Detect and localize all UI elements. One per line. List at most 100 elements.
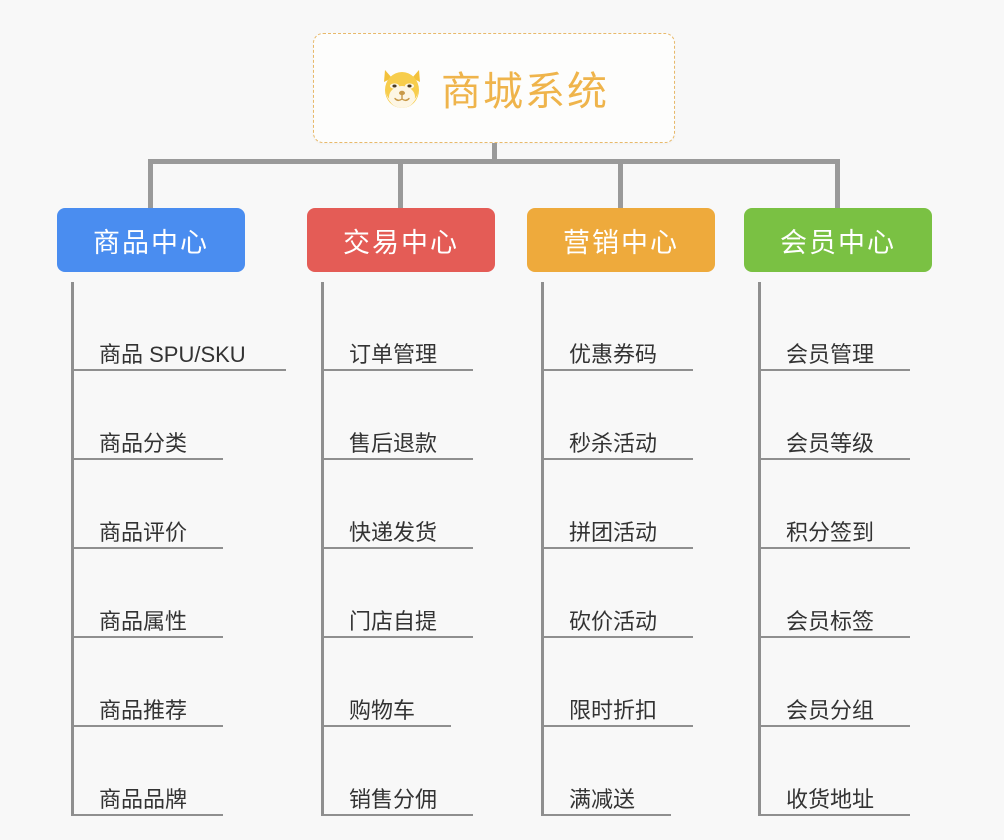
connector-bus xyxy=(148,159,840,164)
category-card-1[interactable]: 商品中心 xyxy=(57,208,245,272)
leaf-rule xyxy=(541,725,693,727)
leaf-rule xyxy=(71,369,286,371)
leaf-rule xyxy=(758,369,910,371)
leaf-label: 商品推荐 xyxy=(99,697,188,723)
leaf-label: 门店自提 xyxy=(349,608,438,634)
leaf-label: 会员管理 xyxy=(786,341,875,367)
leaf-item[interactable]: 订单管理 xyxy=(321,282,495,371)
leaf-label: 销售分佣 xyxy=(349,786,438,812)
leaf-list-1: 商品 SPU/SKU 商品分类 商品评价 商品属性 商品推荐 商品品牌 xyxy=(57,282,286,816)
leaf-label: 满减送 xyxy=(569,786,636,812)
leaf-rule xyxy=(321,725,451,727)
leaf-item[interactable]: 商品推荐 xyxy=(71,638,245,727)
leaf-item[interactable]: 满减送 xyxy=(541,727,715,816)
connector-drop-2 xyxy=(398,159,403,209)
leaf-item[interactable]: 商品分类 xyxy=(71,371,245,460)
leaf-label: 优惠券码 xyxy=(569,341,658,367)
leaf-rule xyxy=(758,725,910,727)
leaf-label: 拼团活动 xyxy=(569,519,658,545)
leaf-item[interactable]: 优惠券码 xyxy=(541,282,715,371)
leaf-rule xyxy=(541,458,693,460)
branch-column-2: 交易中心 订单管理 售后退款 快递发货 门店自提 购物车 xyxy=(307,208,495,816)
branch-column-4: 会员中心 会员管理 会员等级 积分签到 会员标签 会员分组 xyxy=(744,208,932,816)
spine-2 xyxy=(321,282,324,816)
leaf-label: 订单管理 xyxy=(349,341,438,367)
leaf-item[interactable]: 销售分佣 xyxy=(321,727,495,816)
spine-3 xyxy=(541,282,544,816)
leaf-rule xyxy=(321,369,473,371)
leaf-label: 砍价活动 xyxy=(569,608,658,634)
leaf-item[interactable]: 商品属性 xyxy=(71,549,245,638)
leaf-list-2: 订单管理 售后退款 快递发货 门店自提 购物车 销售分佣 xyxy=(307,282,495,816)
leaf-rule xyxy=(758,814,910,816)
leaf-label: 商品属性 xyxy=(99,608,188,634)
leaf-item[interactable]: 会员分组 xyxy=(758,638,932,727)
root-node[interactable]: 商城系统 xyxy=(313,33,675,143)
spine-1 xyxy=(71,282,74,816)
leaf-item[interactable]: 快递发货 xyxy=(321,460,495,549)
connector-drop-1 xyxy=(148,159,153,209)
leaf-item[interactable]: 拼团活动 xyxy=(541,460,715,549)
leaf-item[interactable]: 砍价活动 xyxy=(541,549,715,638)
leaf-list-3: 优惠券码 秒杀活动 拼团活动 砍价活动 限时折扣 满减送 xyxy=(527,282,715,816)
leaf-label: 商品分类 xyxy=(99,430,188,456)
category-label-1: 商品中心 xyxy=(93,227,209,258)
leaf-item[interactable]: 会员管理 xyxy=(758,282,932,371)
leaf-label: 商品评价 xyxy=(99,519,188,545)
leaf-label: 购物车 xyxy=(349,697,416,723)
leaf-item[interactable]: 购物车 xyxy=(321,638,495,727)
leaf-label: 快递发货 xyxy=(349,519,438,545)
leaf-item[interactable]: 售后退款 xyxy=(321,371,495,460)
category-label-2: 交易中心 xyxy=(343,227,459,258)
connector-drop-4 xyxy=(835,159,840,209)
leaf-label: 售后退款 xyxy=(349,430,438,456)
leaf-rule xyxy=(541,369,693,371)
leaf-rule xyxy=(541,547,693,549)
leaf-label: 限时折扣 xyxy=(569,697,658,723)
leaf-label: 会员等级 xyxy=(786,430,875,456)
category-label-4: 会员中心 xyxy=(780,227,896,258)
leaf-rule xyxy=(758,458,910,460)
category-label-3: 营销中心 xyxy=(563,227,679,258)
leaf-item[interactable]: 会员等级 xyxy=(758,371,932,460)
leaf-rule xyxy=(71,458,223,460)
category-card-4[interactable]: 会员中心 xyxy=(744,208,932,272)
leaf-label: 积分签到 xyxy=(786,519,875,545)
leaf-item[interactable]: 门店自提 xyxy=(321,549,495,638)
dog-face-icon xyxy=(379,64,427,112)
leaf-rule xyxy=(71,725,223,727)
leaf-item[interactable]: 积分签到 xyxy=(758,460,932,549)
leaf-rule xyxy=(541,636,693,638)
leaf-label: 收货地址 xyxy=(786,786,875,812)
leaf-label: 会员标签 xyxy=(786,608,875,634)
leaf-rule xyxy=(541,814,671,816)
leaf-item[interactable]: 收货地址 xyxy=(758,727,932,816)
leaf-rule xyxy=(71,547,223,549)
leaf-rule xyxy=(321,458,473,460)
spine-4 xyxy=(758,282,761,816)
leaf-item[interactable]: 商品评价 xyxy=(71,460,245,549)
leaf-rule xyxy=(71,814,223,816)
leaf-rule xyxy=(321,547,473,549)
leaf-item[interactable]: 秒杀活动 xyxy=(541,371,715,460)
root-title: 商城系统 xyxy=(441,70,609,114)
leaf-list-4: 会员管理 会员等级 积分签到 会员标签 会员分组 收货地址 xyxy=(744,282,932,816)
leaf-rule xyxy=(71,636,223,638)
category-card-2[interactable]: 交易中心 xyxy=(307,208,495,272)
leaf-rule xyxy=(758,547,910,549)
connector-drop-3 xyxy=(618,159,623,209)
leaf-label: 秒杀活动 xyxy=(569,430,658,456)
leaf-label: 商品 SPU/SKU xyxy=(99,341,246,367)
branch-column-3: 营销中心 优惠券码 秒杀活动 拼团活动 砍价活动 限时折扣 xyxy=(527,208,715,816)
leaf-item[interactable]: 限时折扣 xyxy=(541,638,715,727)
leaf-rule xyxy=(758,636,910,638)
leaf-label: 会员分组 xyxy=(786,697,875,723)
leaf-item[interactable]: 商品品牌 xyxy=(71,727,245,816)
leaf-item[interactable]: 商品 SPU/SKU xyxy=(71,282,286,371)
category-card-3[interactable]: 营销中心 xyxy=(527,208,715,272)
branch-column-1: 商品中心 商品 SPU/SKU 商品分类 商品评价 商品属性 商品推荐 xyxy=(57,208,286,816)
leaf-rule xyxy=(321,636,473,638)
leaf-item[interactable]: 会员标签 xyxy=(758,549,932,638)
leaf-rule xyxy=(321,814,473,816)
